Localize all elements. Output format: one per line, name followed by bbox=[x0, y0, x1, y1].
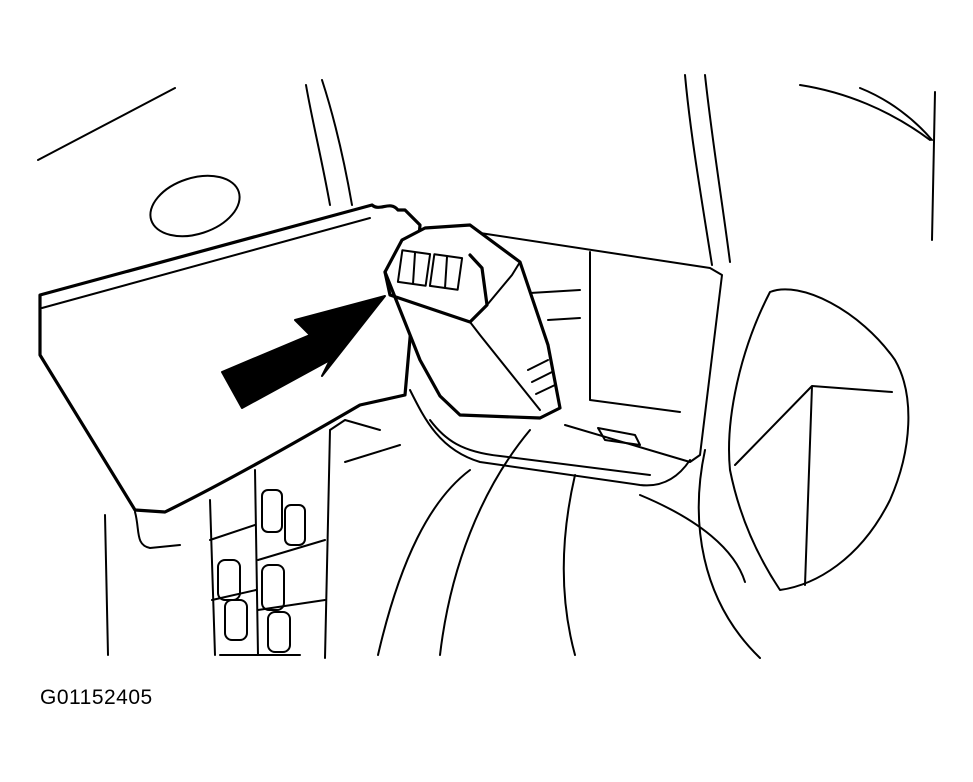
switch-button-5 bbox=[261, 564, 285, 611]
lower-panel-inner-edge bbox=[41, 217, 371, 309]
arrow-pointer-icon bbox=[221, 295, 386, 409]
column-shroud-lower bbox=[697, 449, 761, 659]
panel-oval-cutout bbox=[149, 174, 241, 238]
switch-bank-lines bbox=[209, 524, 326, 656]
dash-upper-left-line bbox=[37, 87, 176, 161]
switch-button-4 bbox=[224, 599, 248, 641]
lower-panel-outline bbox=[38, 203, 422, 514]
switch-bank-outline bbox=[104, 511, 181, 656]
connector-housing bbox=[479, 232, 723, 463]
switch-button-1 bbox=[261, 489, 283, 533]
lower-shroud-left bbox=[377, 469, 471, 656]
steering-spoke-crease bbox=[734, 385, 893, 586]
connector-housing-inner bbox=[589, 251, 681, 413]
connector-clip bbox=[597, 427, 641, 446]
housing-ledge bbox=[529, 289, 581, 294]
dash-pillar-left bbox=[305, 84, 331, 206]
diagnostic-connector-icon bbox=[383, 223, 562, 420]
dash-top-right-curve-1 bbox=[799, 84, 931, 141]
lower-shroud-mid bbox=[439, 429, 531, 656]
console-bottom-curve bbox=[409, 389, 691, 487]
switch-button-6 bbox=[267, 611, 291, 653]
dash-right-edge bbox=[931, 91, 936, 241]
switch-bank-panel bbox=[329, 419, 401, 463]
switch-button-2 bbox=[284, 504, 306, 546]
housing-ledge-2 bbox=[547, 317, 581, 321]
dash-pillar-right-inner bbox=[704, 74, 731, 263]
column-shroud-curve bbox=[639, 494, 746, 583]
dash-pillar-right-outer bbox=[684, 74, 713, 266]
figure-id-label: G01152405 bbox=[40, 686, 153, 709]
switch-bank-frame bbox=[209, 429, 331, 659]
console-bottom-inner bbox=[429, 419, 651, 476]
steering-spoke-outline bbox=[728, 288, 910, 591]
lower-shroud-center bbox=[562, 474, 576, 656]
dash-top-right-curve-2 bbox=[859, 87, 933, 141]
dash-pillar-center bbox=[321, 79, 353, 206]
